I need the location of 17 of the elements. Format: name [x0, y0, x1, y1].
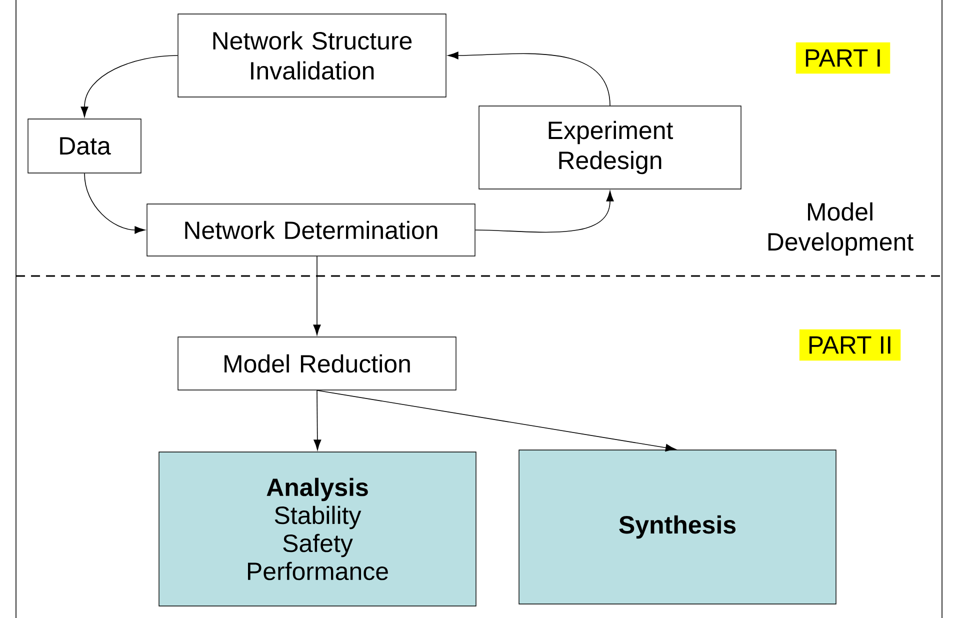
result-box: Analysis Stability Safety Performance	[158, 452, 476, 606]
process-box: Experiment Redesign	[478, 106, 742, 190]
arrow	[80, 55, 178, 118]
process-box: Data	[28, 118, 142, 174]
arrow	[313, 256, 321, 336]
process-box: Model Reduction	[178, 336, 456, 390]
arrow	[314, 390, 322, 450]
part-label: PART I	[796, 42, 890, 74]
arrow	[84, 172, 146, 234]
section-label: Model Development	[768, 202, 914, 256]
process-box: Network Structure Invalidation	[178, 14, 446, 98]
arrow	[474, 190, 614, 233]
arrow	[448, 52, 610, 106]
arrow	[316, 390, 676, 452]
result-box: Synthesis	[518, 450, 836, 604]
process-box: Network Determination	[146, 204, 476, 256]
part-label: PART II	[799, 329, 901, 361]
